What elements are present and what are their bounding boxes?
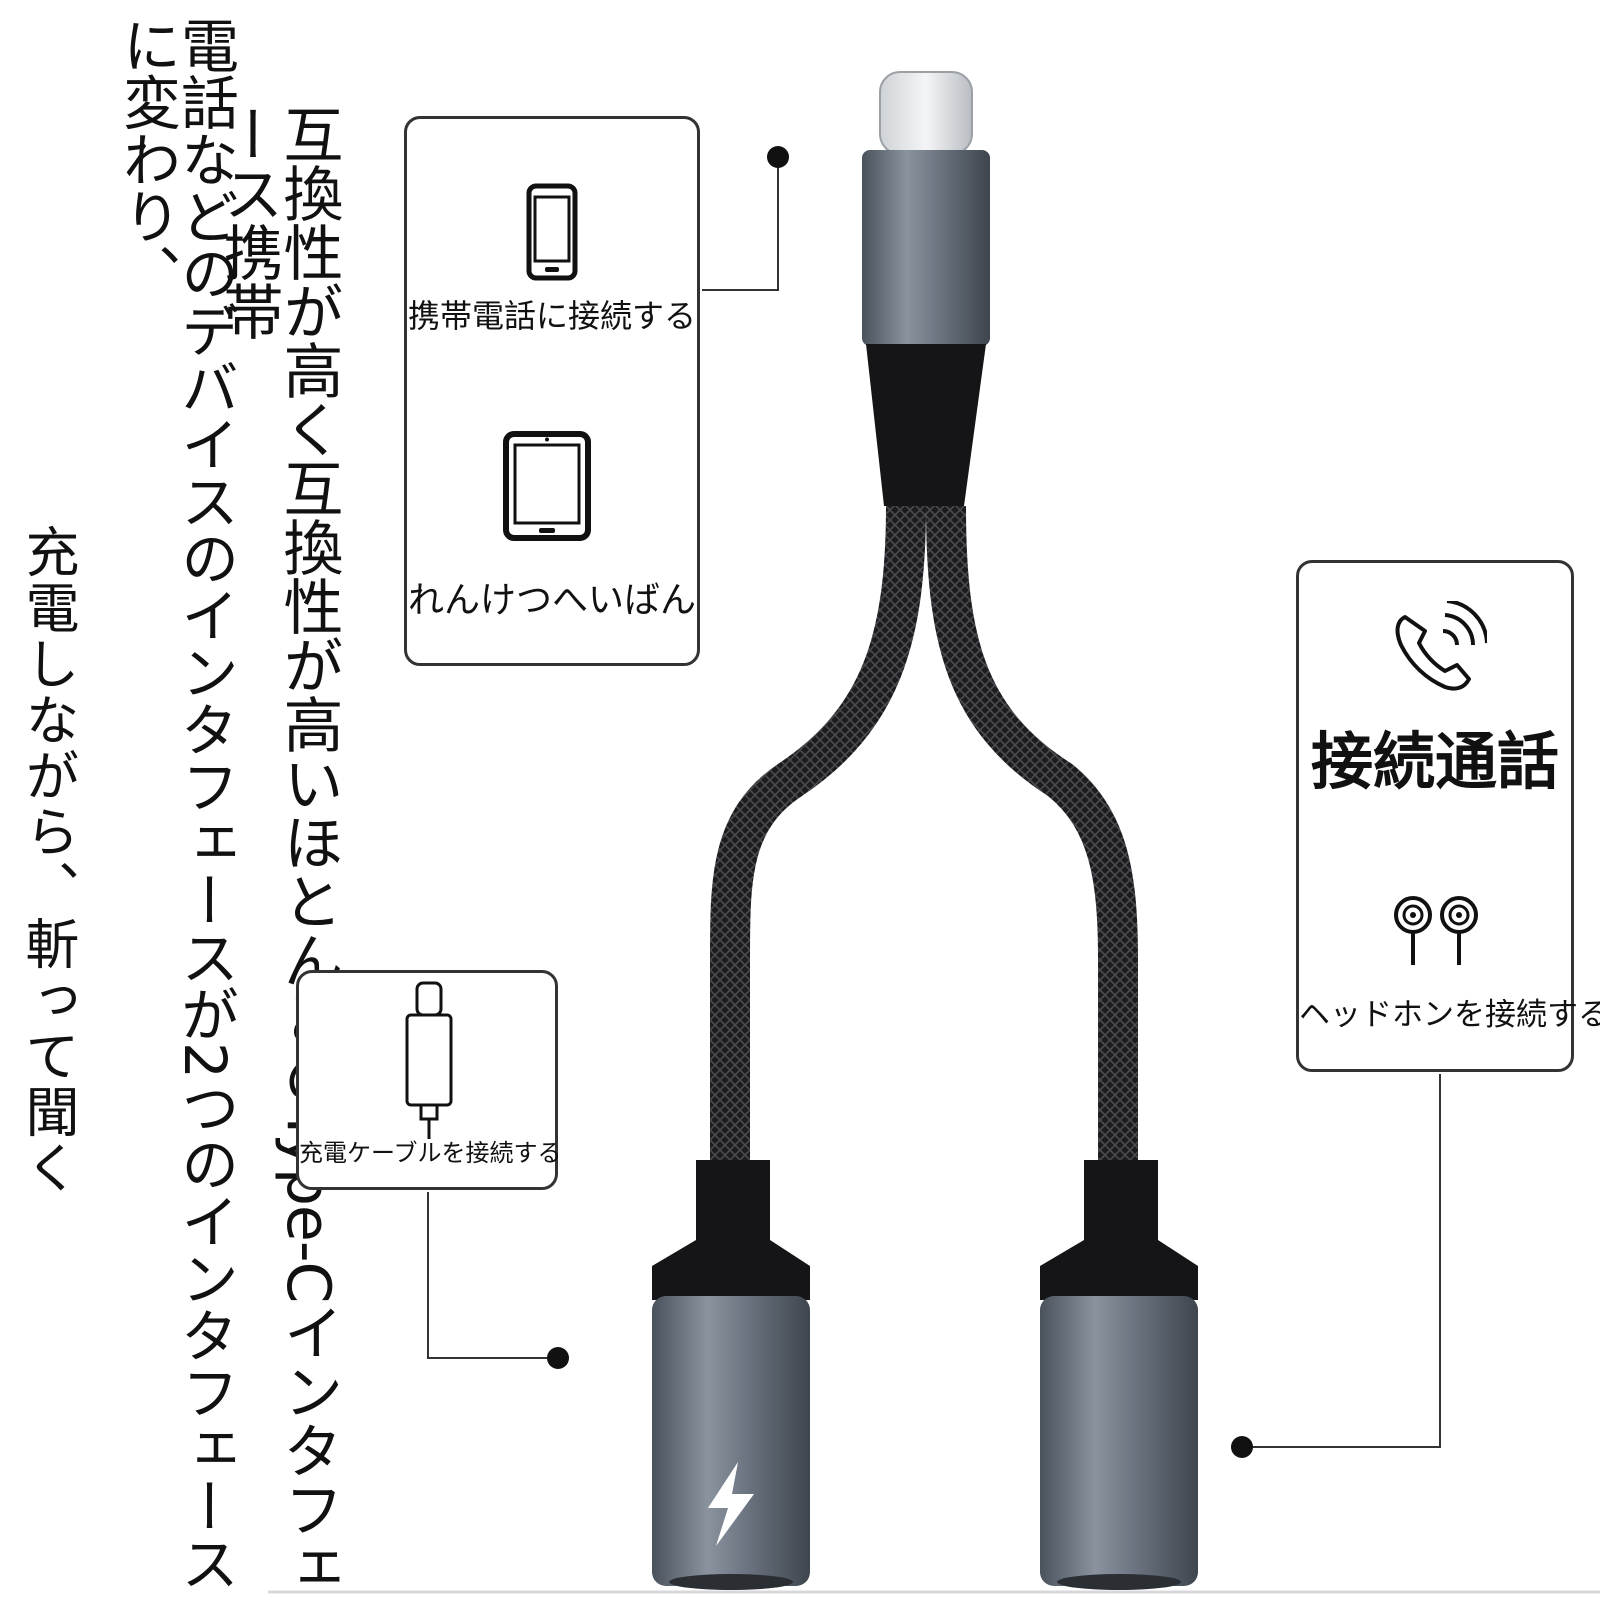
tablet-icon	[503, 431, 591, 541]
phone-label: 携帯電話に接続する	[407, 297, 696, 335]
headphone-jack-icon	[1394, 896, 1478, 965]
left-strain-relief	[652, 1160, 810, 1300]
callout-call: 接続通話 ヘッドホンを接続する	[1296, 560, 1600, 1072]
phone-call-icon	[1395, 601, 1487, 691]
leader-line-devices	[702, 158, 779, 291]
right-female-connector	[1040, 1296, 1198, 1586]
left-female-connector	[652, 1296, 810, 1586]
lightning-bolt-icon	[708, 1462, 754, 1546]
vertical-text-column-1: 互換性が高く互換性が高いほとんどのType-Cインタフェース携帯	[213, 104, 343, 1598]
vertical-text-column-3: 充電しながら、斬って聞く	[16, 524, 79, 1196]
headphone-label: ヘッドホンを接続する	[1299, 997, 1600, 1033]
callout-devices: 携帯電話に接続する れんけつへいばん	[404, 116, 700, 666]
right-strain-relief	[1040, 1160, 1198, 1300]
leader-dot-devices	[767, 146, 789, 168]
usb-c-cable-icon	[405, 981, 453, 1139]
call-title: 接続通話	[1310, 725, 1559, 798]
leader-dot-charge	[547, 1347, 569, 1369]
cable-left	[710, 505, 926, 1165]
tablet-label: れんけつへいばん	[407, 580, 696, 621]
usb-c-plug-housing	[862, 150, 990, 346]
charge-label: 充電ケーブルを接続する	[299, 1139, 562, 1167]
smartphone-icon	[526, 183, 578, 281]
usb-c-plug-tip	[879, 71, 973, 155]
leader-line-charge	[427, 1192, 548, 1359]
cable-right	[926, 505, 1138, 1165]
leader-dot-headphones	[1231, 1436, 1253, 1458]
top-strain-relief	[866, 344, 986, 506]
vertical-text-column-2: 電話などのデバイスのインタフェースが2つのインタフェースに変わり、	[113, 16, 239, 1591]
leader-line-headphones	[1250, 1074, 1441, 1448]
callout-charge: 充電ケーブルを接続する	[296, 970, 562, 1190]
